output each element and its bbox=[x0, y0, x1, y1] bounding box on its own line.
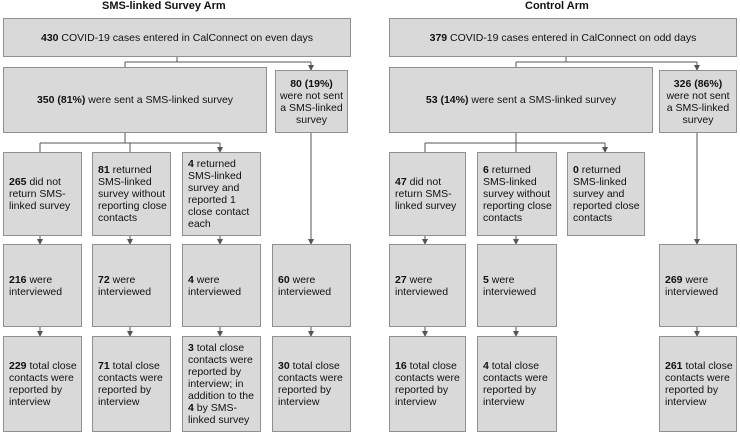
control-returned-with-contacts-box: 0 returned SMS-linked survey and reporte… bbox=[567, 152, 645, 236]
sms-col3-contacts-box: 3 total close contacts were reported by … bbox=[182, 336, 261, 432]
control-not-sent-box: 326 (86%) were not sent a SMS-linked sur… bbox=[659, 70, 737, 133]
control-col4-contacts-box: 261 total close contacts were reported b… bbox=[659, 336, 737, 432]
control-col2-contacts-box: 4 total close contacts were reported by … bbox=[477, 336, 557, 432]
sms-returned-with-contacts-box: 4 returned SMS-linked survey and reporte… bbox=[182, 152, 261, 236]
sms-col4-interviewed-box: 60 were interviewed bbox=[272, 244, 351, 327]
sms-col2-interviewed-box: 72 were interviewed bbox=[92, 244, 171, 327]
sms-col3-interviewed-box: 4 were interviewed bbox=[182, 244, 261, 327]
control-col4-interviewed-box: 269 were interviewed bbox=[659, 244, 737, 327]
sms-col1-interviewed-box: 216 were interviewed bbox=[3, 244, 82, 327]
sms-not-sent-box: 80 (19%) were not sent a SMS-linked surv… bbox=[275, 70, 348, 133]
control-total-cases-box: 379 COVID-19 cases entered in CalConnect… bbox=[389, 18, 737, 57]
sms-col4-contacts-box: 30 total close contacts were reported by… bbox=[272, 336, 351, 432]
sms-col1-contacts-box: 229 total close contacts were reported b… bbox=[3, 336, 82, 432]
sms-col2-contacts-box: 71 total close contacts were reported by… bbox=[92, 336, 171, 432]
control-col1-interviewed-box: 27 were interviewed bbox=[389, 244, 466, 327]
sms-arm-title: SMS-linked Survey Arm bbox=[102, 0, 226, 12]
sms-returned-no-contacts-box: 81 returned SMS-linked survey without re… bbox=[92, 152, 171, 236]
control-sent-survey-box: 53 (14%) were sent a SMS-linked survey bbox=[389, 67, 653, 133]
control-not-returned-box: 47 did not return SMS-linked survey bbox=[389, 152, 466, 236]
control-arm-title: Control Arm bbox=[525, 0, 589, 12]
sms-not-returned-box: 265 did not return SMS-linked survey bbox=[3, 152, 82, 236]
control-returned-no-contacts-box: 6 returned SMS-linked survey without rep… bbox=[477, 152, 557, 236]
control-col2-interviewed-box: 5 were interviewed bbox=[477, 244, 557, 327]
sms-total-cases-box: 430 COVID-19 cases entered in CalConnect… bbox=[3, 18, 351, 57]
sms-sent-survey-box: 350 (81%) were sent a SMS-linked survey bbox=[3, 67, 267, 133]
control-col1-contacts-box: 16 total close contacts were reported by… bbox=[389, 336, 466, 432]
